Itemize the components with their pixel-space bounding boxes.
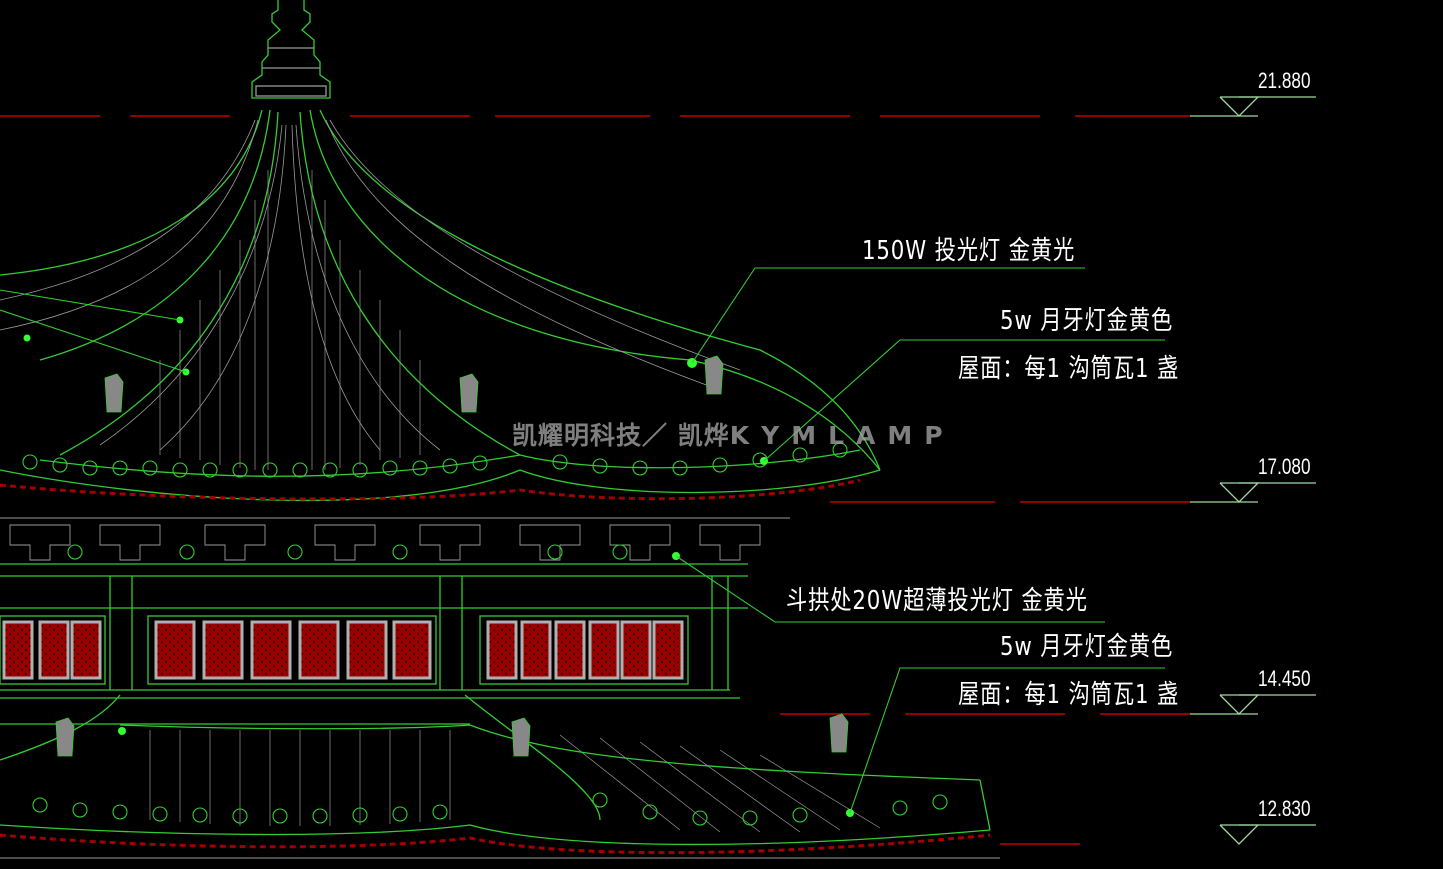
elevation-marker-12830 <box>1219 824 1316 845</box>
watermark: 凯耀明科技／ 凯烨KYMLAMP <box>512 416 955 452</box>
elevation-value-12830: 12.830 <box>1258 796 1311 821</box>
leader-lines <box>0 267 1165 814</box>
lattice-window-panels <box>2 620 684 680</box>
elevation-marker-14450 <box>1190 694 1316 715</box>
annotation-150w-floodlight: 150W 投光灯 金黄光 <box>862 236 1076 266</box>
annotation-roof-spacing-upper: 屋面：每1 沟筒瓦1 盏 <box>958 354 1180 384</box>
annotation-crescent-light-lower: 5w 月牙灯金黄色 <box>1000 632 1174 662</box>
light-fixtures <box>23 316 854 817</box>
annotation-crescent-light-upper: 5w 月牙灯金黄色 <box>1000 306 1174 336</box>
bracket-set-band <box>0 517 790 577</box>
columns-lintels <box>0 576 748 691</box>
annotation-bracket-floodlight: 斗拱处20W超薄投光灯 金黄光 <box>786 586 1088 616</box>
watermark-latin: KYMLAMP <box>729 421 955 450</box>
elevation-value-17080: 17.080 <box>1258 454 1311 479</box>
watermark-cn: 凯耀明科技／ 凯烨 <box>512 421 730 450</box>
datum-lines <box>0 115 1190 845</box>
ridge-ornaments <box>55 355 849 757</box>
lower-roof <box>0 694 1000 859</box>
elevation-value-14450: 14.450 <box>1258 666 1311 691</box>
elevation-marker-21880 <box>1190 96 1316 117</box>
roof-finial <box>251 0 331 99</box>
annotation-roof-spacing-lower: 屋面：每1 沟筒瓦1 盏 <box>958 680 1180 710</box>
elevation-marker-17080 <box>1190 482 1316 503</box>
elevation-value-21880: 21.880 <box>1258 68 1311 93</box>
elevation-markers <box>1190 96 1316 845</box>
